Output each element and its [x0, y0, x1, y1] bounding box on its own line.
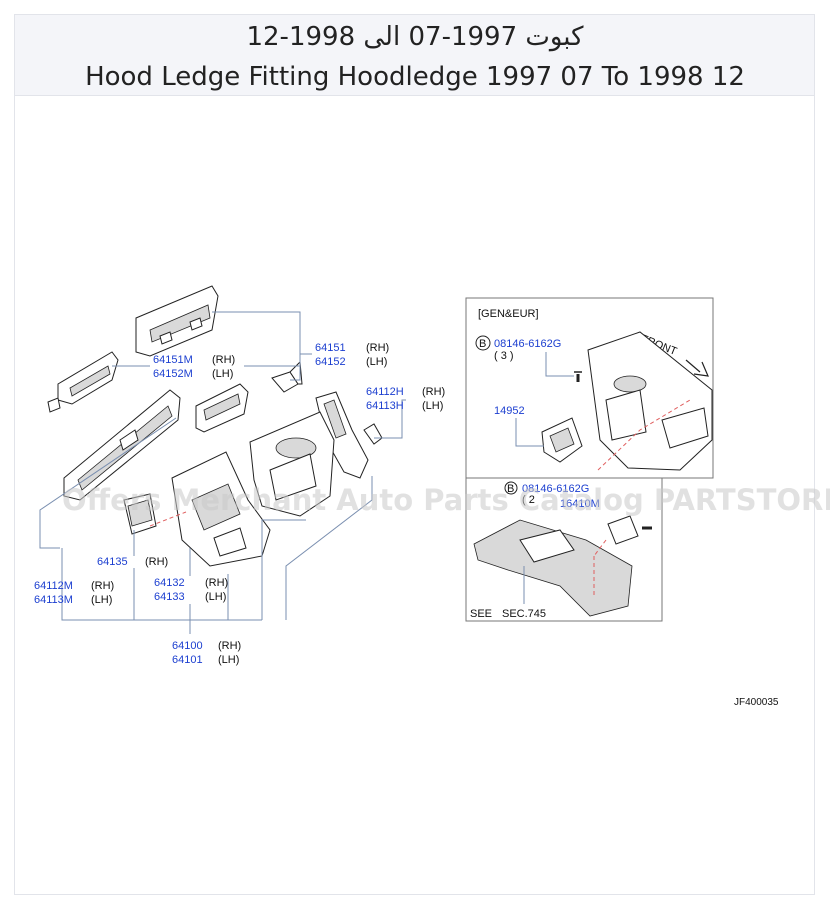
label-64152M-side: (LH) [212, 368, 233, 380]
label-64135[interactable]: 64135 [97, 556, 128, 568]
label-64112H[interactable]: 64112H [366, 386, 404, 398]
floor-guide-line [593, 539, 607, 596]
hood-ledge-reinforcement[interactable] [47, 351, 119, 413]
label-64113H[interactable]: 64113H [366, 400, 404, 412]
strut-housing[interactable] [249, 411, 335, 517]
page-title-english: Hood Ledge Fitting Hoodledge 1997 07 To … [85, 62, 745, 92]
label-64151M-side: (RH) [212, 354, 235, 366]
leader-lines [39, 311, 406, 634]
see-section-ref[interactable]: SEC.745 [502, 608, 546, 620]
bolt-icon [574, 371, 582, 382]
bolt-callout-letter-2: B [507, 483, 514, 495]
leader-14952 [515, 418, 544, 447]
label-64152M[interactable]: 64152M [153, 368, 193, 380]
label-64152[interactable]: 64152 [315, 356, 346, 368]
label-64113M[interactable]: 64113M [34, 594, 73, 606]
label-64132[interactable]: 64132 [154, 577, 185, 589]
hood-ledge-gusset[interactable] [195, 383, 249, 433]
front-arrow-icon [685, 359, 709, 377]
bracket-14952-part[interactable] [541, 417, 583, 463]
clip-16410M-part[interactable] [607, 515, 652, 545]
label-64112M[interactable]: 64112M [34, 580, 73, 592]
bolt-callout-circle [475, 335, 491, 351]
label-64133[interactable]: 64133 [154, 591, 185, 603]
label-64100[interactable]: 64100 [172, 640, 203, 652]
label-64135-side: (RH) [145, 556, 168, 568]
diagram-code: JF400035 [734, 697, 779, 708]
label-64112M-side: (RH) [91, 580, 114, 592]
label-08146-6162G[interactable]: 08146-6162G [494, 338, 561, 350]
hood-ledge-upper-panel[interactable] [135, 285, 219, 357]
label-64133-side: (LH) [205, 591, 226, 603]
page-title-arabic: كبوت 1997-07 الى 1998-12 [246, 22, 584, 52]
strut-tower-inset-part[interactable] [587, 331, 713, 471]
inset-gen-eur: [GEN&EUR] B 08146-6162G ( 3 ) FRONT 1495… [465, 297, 714, 479]
bracket-64112H[interactable] [363, 423, 383, 445]
front-side-member[interactable] [315, 391, 369, 479]
label-64101[interactable]: 64101 [172, 654, 203, 666]
label-64152-side: (LH) [366, 356, 387, 368]
inner-panel-64132[interactable] [171, 451, 271, 567]
inset-see-sec: B 08146-6162G ( 2 16410M SEE SEC.745 [465, 477, 663, 622]
label-64151M[interactable]: 64151M [153, 354, 193, 366]
label-14952[interactable]: 14952 [494, 405, 525, 417]
label-bolt-qty: ( 3 ) [494, 350, 514, 362]
bracket-64135[interactable] [123, 493, 157, 535]
label-64100-side: (RH) [218, 640, 241, 652]
bolt-callout-letter: B [479, 338, 486, 350]
watermark-text: Offers Merchant Auto Parts Catalog PARTS… [62, 483, 830, 517]
bracket-64151[interactable] [271, 360, 303, 393]
label-64113H-side: (LH) [422, 400, 443, 412]
floor-panel-part[interactable] [473, 519, 633, 617]
label-64101-side: (LH) [218, 654, 239, 666]
leader-bolt [545, 352, 574, 377]
header-bar [14, 14, 815, 96]
see-label: SEE [470, 608, 492, 620]
label-64112H-side: (RH) [422, 386, 445, 398]
label-64151-side: (RH) [366, 342, 389, 354]
inset-region-label: [GEN&EUR] [478, 308, 539, 320]
label-64113M-side: (LH) [91, 594, 112, 606]
label-16410M[interactable]: 16410M [560, 498, 600, 510]
label-08146-6162G-2[interactable]: 08146-6162G [522, 483, 589, 495]
inset-guide-line [597, 399, 691, 471]
label-64132-side: (RH) [205, 577, 228, 589]
bolt-callout-circle-2 [504, 481, 518, 495]
label-bolt-qty-2: ( 2 [522, 494, 535, 506]
label-64151[interactable]: 64151 [315, 342, 346, 354]
